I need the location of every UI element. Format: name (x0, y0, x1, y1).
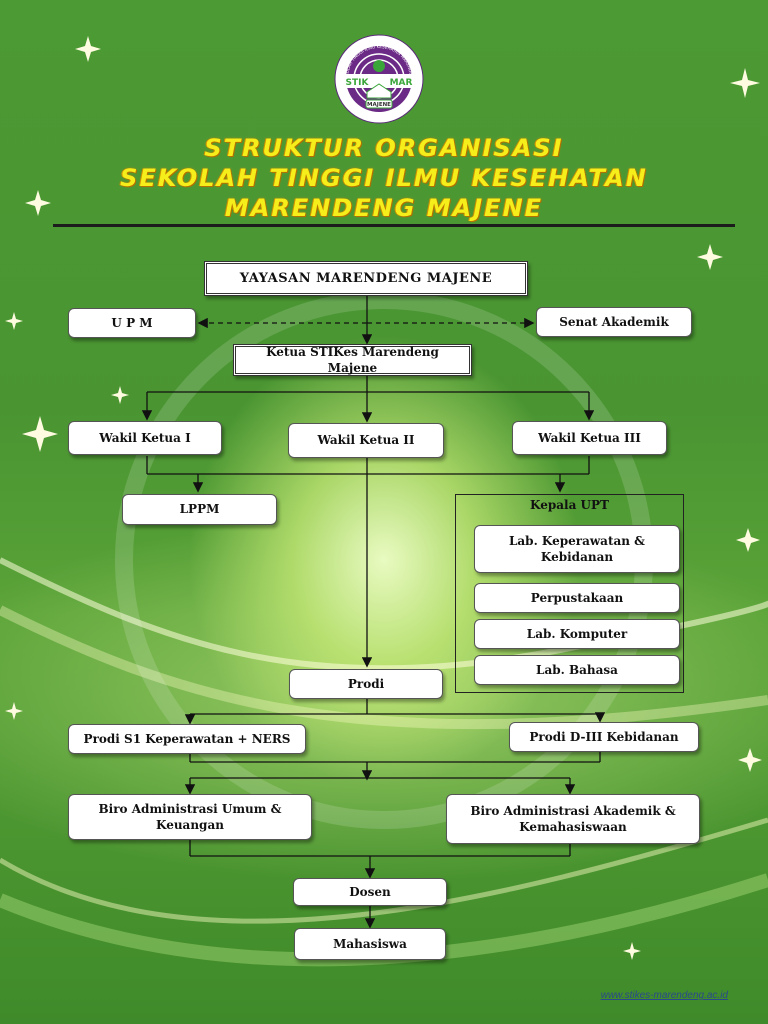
logo-text-right: MAR (390, 78, 413, 88)
sparkle-icons (5, 36, 762, 960)
node-lab-keperawatan: Lab. Keperawatan & Kebidanan (474, 525, 680, 573)
node-yayasan: YAYASAN MARENDENG MAJENE (204, 261, 528, 296)
title-divider (53, 224, 735, 227)
node-wakil-ketua-3: Wakil Ketua III (512, 421, 667, 455)
node-wakil-ketua-1: Wakil Ketua I (68, 421, 222, 455)
node-lppm: LPPM (122, 494, 277, 525)
node-kepala-upt: Kepala UPT (530, 498, 609, 512)
title-line-1: STRUKTUR ORGANISASI (204, 134, 564, 162)
node-prodi: Prodi (289, 669, 443, 699)
node-prodi-s1: Prodi S1 Keperawatan + NERS (68, 724, 306, 754)
node-upm: U P M (68, 308, 196, 338)
logo-text-bottom: MAJENE (367, 102, 391, 108)
node-senat-akademik: Senat Akademik (536, 307, 692, 337)
node-ketua: Ketua STIKes Marendeng Majene (233, 344, 472, 376)
node-wakil-ketua-2: Wakil Ketua II (288, 423, 444, 458)
node-mahasiswa: Mahasiswa (294, 928, 446, 960)
stikes-logo: STIK MAR MAJENE SEKOLAH TINGGI ILMU KESE… (334, 34, 424, 124)
node-dosen: Dosen (293, 878, 447, 906)
title-line-2: SEKOLAH TINGGI ILMU KESEHATAN (120, 164, 648, 192)
node-biro-akademik: Biro Administrasi Akademik & Kemahasiswa… (446, 794, 700, 844)
node-prodi-d3: Prodi D-III Kebidanan (509, 722, 699, 752)
node-lab-komputer: Lab. Komputer (474, 619, 680, 649)
node-biro-umum: Biro Administrasi Umum & Keuangan (68, 794, 312, 840)
website-url[interactable]: www.stikes-marendeng.ac.id (600, 990, 728, 1001)
node-lab-bahasa: Lab. Bahasa (474, 655, 680, 685)
title-line-3: MARENDENG MAJENE (224, 194, 544, 222)
logo-text-left: STIK (346, 78, 370, 88)
upt-group-frame (455, 494, 684, 693)
node-perpustakaan: Perpustakaan (474, 583, 680, 613)
